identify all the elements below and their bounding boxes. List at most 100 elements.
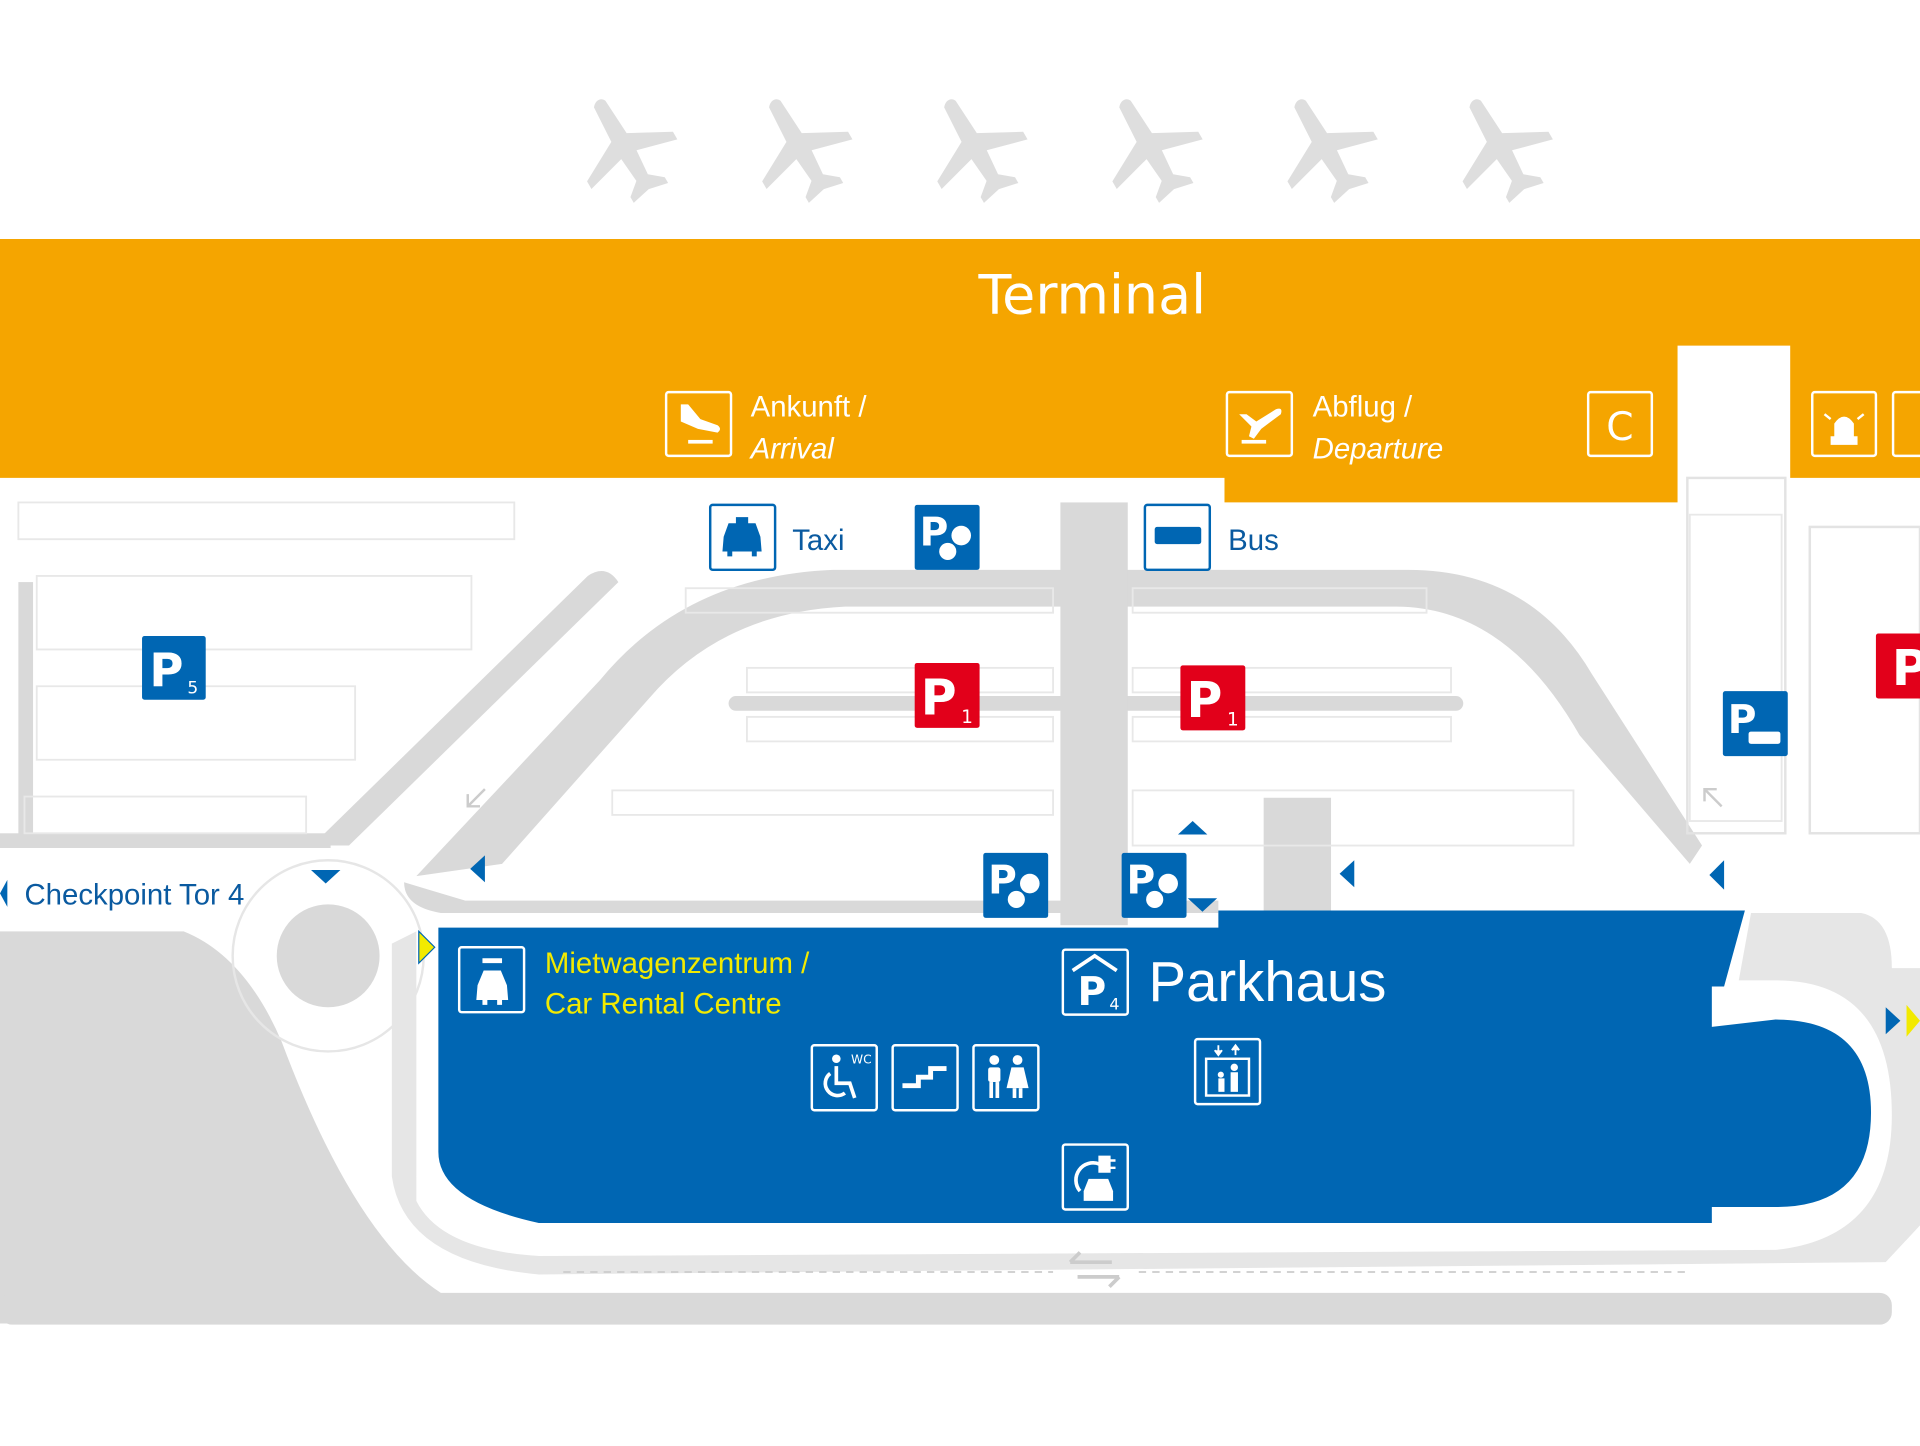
road-west-bottom	[0, 833, 331, 848]
roundabout-island	[276, 904, 380, 1008]
arrow-right-icon	[1885, 1007, 1901, 1035]
arrival-line-icon	[688, 439, 713, 444]
arrow-diag-icon	[466, 788, 486, 808]
road-loop	[416, 569, 1703, 877]
terminal-building: Terminal Ankunft / Arrival Abflug / Depa…	[0, 238, 1920, 503]
wheelchair-icon	[832, 1054, 841, 1064]
aircraft-stands	[554, 75, 1570, 218]
kiss-and-fly-parking-sign[interactable]: P	[914, 504, 980, 570]
kiss-fly-icon	[1020, 873, 1040, 894]
departure-label: Abflug /	[1313, 391, 1413, 424]
arrow-up-icon	[1177, 821, 1208, 835]
p-letter: P	[1892, 640, 1920, 697]
rental-car-key-icon	[476, 958, 509, 1005]
toilets-icon	[988, 1055, 1029, 1098]
checkpoint-label: Checkpoint Tor 4	[24, 878, 244, 911]
road-west-p5	[18, 582, 34, 840]
walkway-east	[1263, 797, 1332, 915]
ev-charging-icon	[1074, 1155, 1116, 1201]
airplane-icon	[729, 75, 869, 218]
airplane-icon	[904, 75, 1045, 218]
ev-charging-sign[interactable]	[1061, 1143, 1129, 1211]
taxi-label: Taxi	[792, 524, 844, 557]
rental-label-en: Car Rental Centre	[545, 987, 782, 1020]
departure-label-en: Departure	[1313, 432, 1444, 465]
stairs-sign[interactable]	[891, 1044, 959, 1112]
grounds-southwest	[0, 931, 441, 1324]
arrival-sign: Ankunft / Arrival	[664, 390, 868, 465]
kiss-fly-icon	[951, 525, 972, 546]
airplane-icon	[1079, 75, 1220, 218]
building-east-outline	[1686, 476, 1787, 835]
p1-subscript: 1	[961, 707, 973, 728]
departure-icon-box	[1225, 390, 1294, 458]
p1-parking-sign-east[interactable]: P 1	[1180, 665, 1246, 730]
p5-parking-sign[interactable]: P 5	[142, 635, 206, 700]
p5-subscript: 5	[187, 679, 198, 699]
stairs-icon	[902, 1066, 947, 1089]
road-west-ramp	[312, 571, 619, 846]
accessible-wc-sign[interactable]: WC	[810, 1044, 878, 1112]
arrival-label: Ankunft /	[751, 391, 868, 424]
bus-label: Bus	[1228, 524, 1279, 557]
parking-east-outline	[1808, 525, 1920, 835]
airplane-icon	[1255, 75, 1395, 218]
p-letter: P	[1078, 970, 1107, 1015]
two-way-arrow-icon	[1068, 1251, 1121, 1288]
departure-line-icon	[1241, 439, 1267, 444]
walkway-central	[1060, 502, 1128, 926]
p4-subscript: 4	[1109, 995, 1119, 1014]
car-rental-sign[interactable]: Mietwagenzentrum / Car Rental Centre	[457, 946, 810, 1020]
parkhaus-ring	[391, 912, 1920, 1275]
road-south	[0, 1292, 1892, 1325]
p-letter: P	[149, 643, 183, 697]
terminal-c-label: C	[1606, 405, 1633, 450]
p1-parking-sign-west[interactable]: P 1	[914, 662, 980, 728]
arrow-left-icon	[0, 879, 8, 907]
roof-icon	[1071, 953, 1118, 973]
kiss-and-fly-parking-sign[interactable]: P	[983, 852, 1049, 918]
taxi-sign[interactable]: Taxi	[708, 503, 844, 572]
arrow-right-icon	[1906, 1004, 1920, 1037]
parkhaus-building: Mietwagenzentrum / Car Rental Centre P 4…	[438, 910, 1872, 1223]
emergency-sign	[1811, 390, 1878, 458]
arrow-left-icon	[1339, 860, 1355, 888]
bus-icon	[1748, 731, 1781, 744]
partial-sign	[1891, 390, 1920, 458]
arrival-plane-icon	[680, 404, 720, 433]
toilets-sign[interactable]	[972, 1044, 1040, 1112]
elevator-sign[interactable]	[1193, 1037, 1262, 1106]
arrow-left-icon	[470, 855, 485, 883]
taxi-icon	[722, 517, 762, 557]
p1-parking-sign-far-east[interactable]: P	[1875, 633, 1920, 699]
kiss-and-fly-parking-sign[interactable]: P	[1121, 852, 1187, 918]
arrival-label-en: Arrival	[749, 432, 836, 465]
elevator-icon	[1213, 1043, 1240, 1092]
p4-parkhaus-sign[interactable]: P 4 Parkhaus	[1061, 948, 1387, 1016]
bus-icon	[1154, 526, 1202, 545]
bus-sign[interactable]: Bus	[1143, 503, 1279, 572]
arrival-icon-box	[664, 390, 733, 458]
departure-plane-icon	[1239, 408, 1282, 439]
arrow-diag-icon	[1703, 787, 1723, 808]
wc-label: WC	[851, 1053, 872, 1067]
airplane-icon	[1430, 75, 1570, 218]
rental-label: Mietwagenzentrum /	[545, 947, 810, 980]
airplane-icon	[554, 75, 694, 218]
p-letter: P	[1187, 672, 1223, 729]
terminal-c-sign: C	[1586, 390, 1654, 458]
arrow-down-icon	[311, 870, 341, 884]
parking-stalls	[17, 501, 1783, 847]
terminal-title: Terminal	[977, 264, 1206, 327]
kiss-fly-icon	[1158, 873, 1178, 894]
direction-arrows	[0, 787, 1920, 1288]
bus-parking-sign[interactable]: P	[1722, 691, 1788, 757]
p1-subscript: 1	[1227, 709, 1239, 730]
parkhaus-title: Parkhaus	[1149, 950, 1387, 1013]
arrow-down-icon	[1187, 898, 1218, 912]
parkhaus-area	[438, 910, 1872, 1223]
p-letter: P	[921, 669, 957, 726]
arrow-right-icon	[418, 929, 436, 965]
arrow-left-icon	[1709, 860, 1725, 890]
